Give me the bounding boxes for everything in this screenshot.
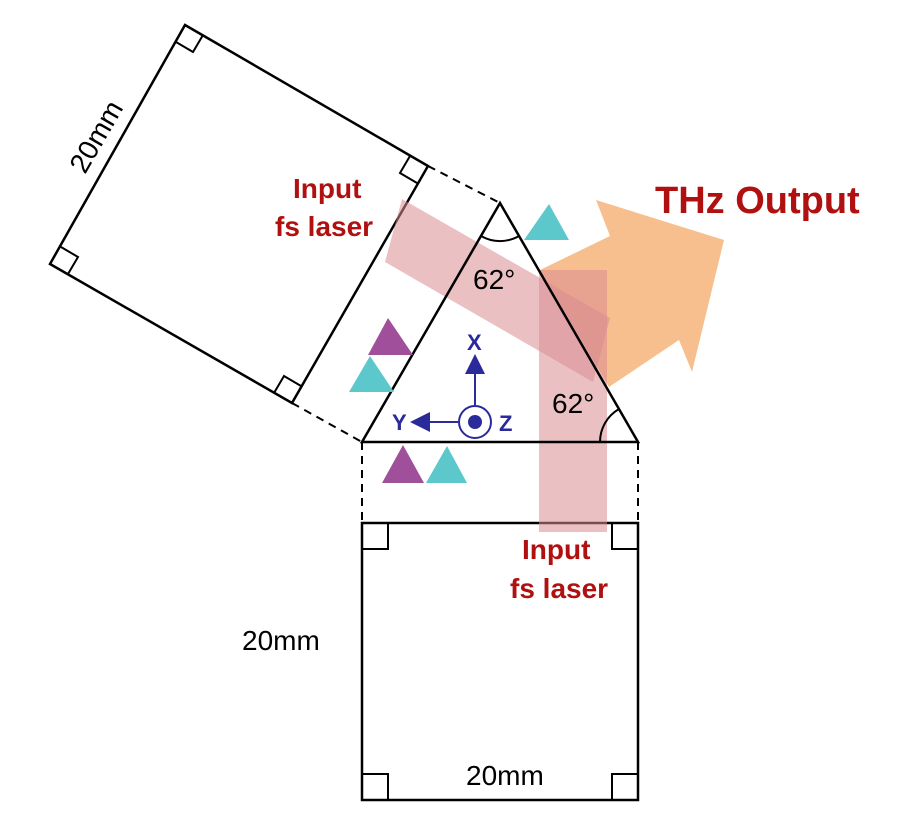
marker-cyan-top: [524, 204, 569, 240]
prism-triangle: [359, 200, 641, 444]
bottom-square-corner-marks: [362, 523, 638, 800]
axis-z-dot: [468, 415, 482, 429]
dim-bottom-label: 20mm: [466, 760, 544, 791]
dim-tilted-label: 20mm: [63, 95, 129, 178]
angle-top-label: 62°: [473, 264, 515, 295]
laser-beam-vertical: [539, 270, 607, 532]
axis-z-label: Z: [499, 411, 512, 436]
input-bottom-line2: fs laser: [510, 573, 608, 604]
marker-purple-bottom: [382, 445, 424, 483]
axis-x-label: X: [467, 330, 482, 355]
marker-cyan-bottom: [426, 446, 467, 483]
angle-arc-right: [598, 408, 620, 443]
angle-arc-top: [480, 235, 520, 243]
bottom-square-crystal: [360, 521, 640, 802]
input-bottom-line1: Input: [522, 534, 590, 565]
angle-right-label: 62°: [552, 388, 594, 419]
input-top-line2: fs laser: [275, 211, 373, 242]
dim-left-label: 20mm: [242, 625, 320, 656]
thz-output-label: THz Output: [655, 180, 860, 222]
coordinate-axes: [410, 354, 492, 439]
input-top-line1: Input: [293, 173, 361, 204]
axis-y-label: Y: [392, 410, 407, 435]
tilted-square-corner-marks: [60, 34, 418, 394]
marker-cyan-left: [349, 356, 394, 392]
marker-purple-left: [368, 318, 413, 355]
